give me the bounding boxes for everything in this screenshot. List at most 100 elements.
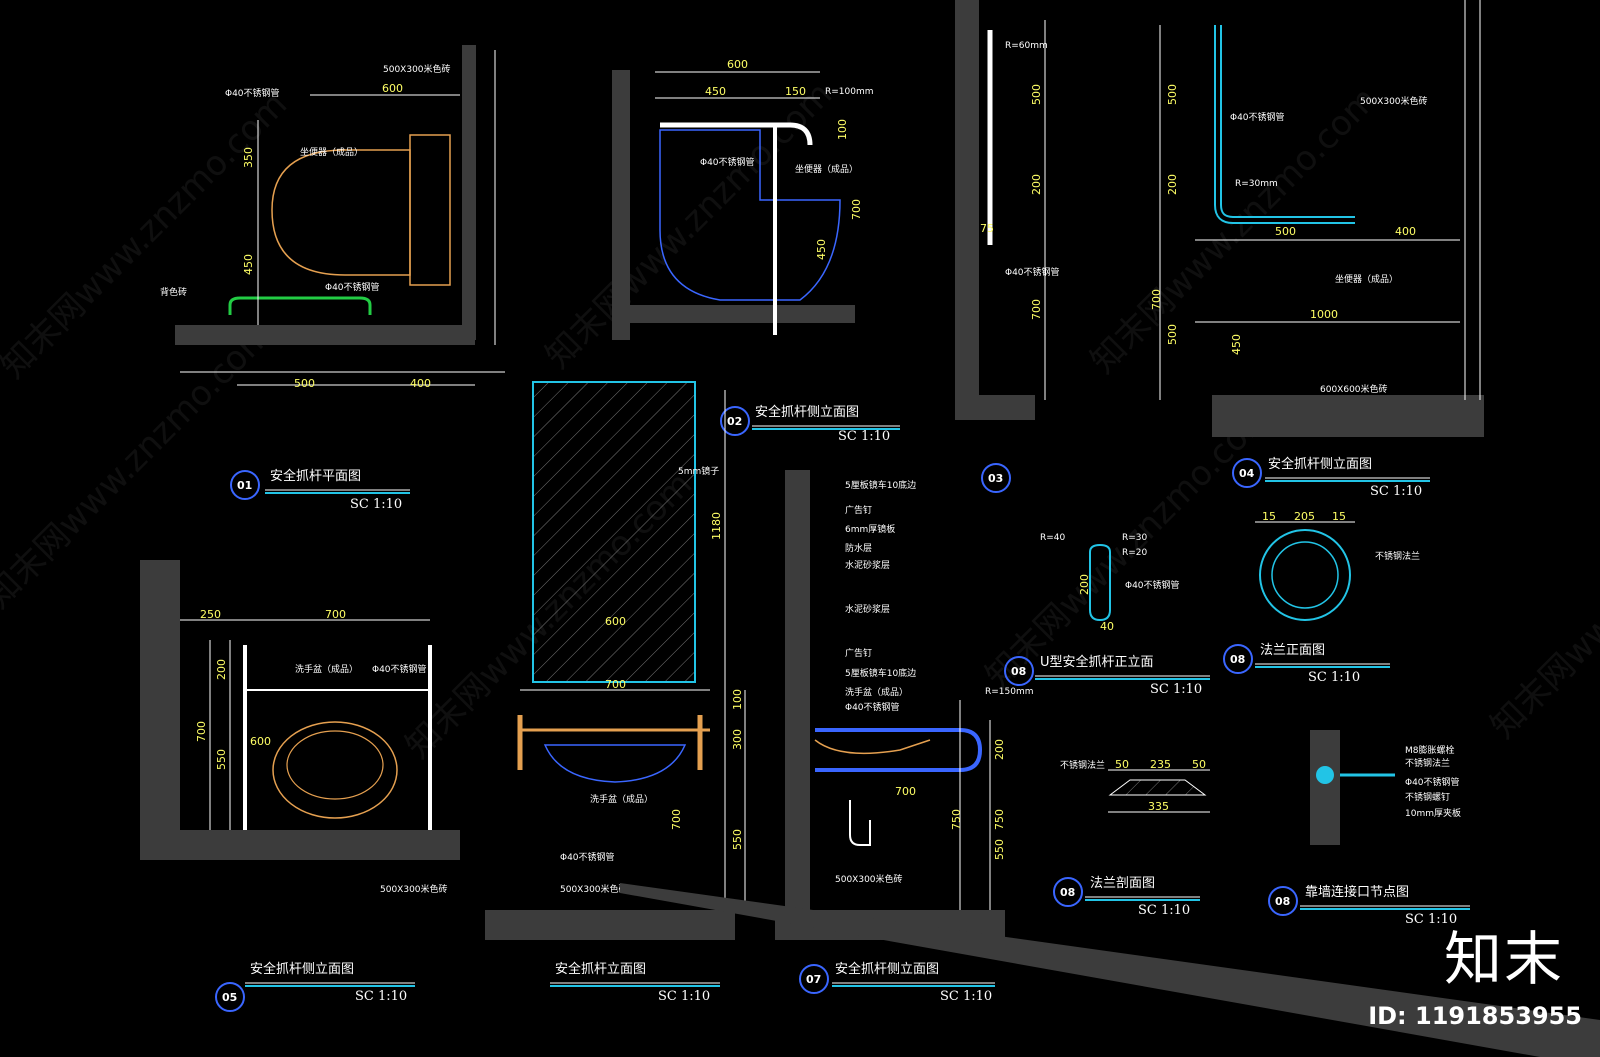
toilet-seat-outline: [271, 149, 411, 276]
dim-label: 750: [950, 809, 963, 830]
dim-label: 550: [215, 749, 228, 770]
basin-side: [814, 739, 931, 755]
dim-label: 450: [1230, 334, 1243, 355]
floor-slab: [140, 830, 460, 860]
watermark-6: 知末网www.znzmo.com: [978, 394, 1280, 696]
annotation: R=20: [1122, 548, 1148, 558]
drawing-scale: SC 1:10: [1308, 670, 1360, 685]
drawing-scale: SC 1:10: [1150, 682, 1202, 697]
drawing-05-side-elevation: 250 700 200 700 600 550 洗手盆（成品） Φ40不锈钢管 …: [140, 560, 460, 1012]
annotation: Φ40不锈钢管: [325, 281, 380, 293]
dim-label: 500: [294, 377, 315, 390]
dim-label: 150: [785, 85, 806, 98]
annotation: 洗手盆（成品）: [845, 686, 908, 698]
drawing-title: 安全抓杆侧立面图: [1268, 456, 1372, 472]
dim-label: 500: [1275, 225, 1296, 238]
dim-label: 400: [1395, 225, 1416, 238]
annotation: R=40: [1040, 533, 1066, 543]
bolt-detail: [1316, 766, 1334, 784]
annotation: 10mm厚夹板: [1405, 807, 1461, 819]
drawing-number-badge: [230, 470, 260, 500]
annotation: 广告钉: [845, 504, 872, 516]
drawing-title: 安全抓杆平面图: [270, 468, 361, 484]
dim-label: 700: [895, 785, 916, 798]
drawing-number: 01: [237, 479, 252, 492]
drawing-scale: SC 1:10: [940, 989, 992, 1004]
annotation: Φ40不锈钢管: [225, 87, 280, 99]
drawing-title: U型安全抓杆正立面: [1040, 654, 1154, 670]
wall-section: [785, 470, 810, 940]
wall-section: [612, 70, 630, 340]
drawing-scale: SC 1:10: [1138, 903, 1190, 918]
wall-section: [140, 560, 180, 860]
drawing-title: 靠墙连接口节点图: [1305, 884, 1409, 900]
u-grab-bar: [815, 728, 983, 772]
watermark-7: 知末网www.znzmo.com: [1483, 444, 1600, 746]
dim-label: 500: [1030, 84, 1043, 105]
dim-label: 350: [242, 147, 255, 168]
dim-label: 300: [731, 729, 744, 750]
dim-label: 700: [605, 678, 626, 691]
annotation: 5厘板镜车10底边: [845, 667, 916, 679]
dim-label: 40: [1100, 620, 1114, 633]
dim-label: 550: [993, 839, 1006, 860]
basin-front: [272, 721, 398, 819]
annotation: 500X300米色砖: [560, 883, 628, 895]
drawing-title: 安全抓杆侧立面图: [755, 404, 859, 420]
drawing-number-badge: [981, 463, 1011, 493]
drawing-scale: SC 1:10: [350, 497, 402, 512]
dim-label: 200: [215, 659, 228, 680]
annotation: 背色砖: [160, 286, 187, 298]
dim-label: 450: [242, 254, 255, 275]
dim-label: 15: [1262, 510, 1276, 523]
drawing-number-badge: [1223, 644, 1253, 674]
dim-label: 400: [410, 377, 431, 390]
dim-label: 700: [1150, 289, 1163, 310]
drawing-number-badge: [215, 982, 245, 1012]
dim-label: 500: [1166, 324, 1179, 345]
annotation: R=30: [1122, 533, 1148, 543]
annotation: 坐便器（成品）: [1335, 273, 1398, 285]
annotation: 不锈钢螺钉: [1405, 791, 1450, 803]
annotation: Φ40不锈钢管: [1405, 776, 1460, 788]
brand-logo: 知末: [1443, 925, 1564, 993]
annotation: Φ40不锈钢管: [560, 851, 615, 863]
annotation: Φ40不锈钢管: [845, 701, 900, 713]
dim-label: 450: [815, 239, 828, 260]
drawing-number: 04: [1239, 467, 1255, 480]
drawing-scale: SC 1:10: [355, 989, 407, 1004]
flange-section: [1108, 779, 1207, 796]
annotation: 不锈钢法兰: [1375, 550, 1420, 562]
dim-label: 550: [731, 829, 744, 850]
dim-label: 600: [250, 735, 271, 748]
flange-front: [1259, 529, 1351, 621]
grab-bar: [517, 715, 703, 770]
drawing-number: 08: [1230, 653, 1245, 666]
annotation: Φ40不锈钢管: [1230, 111, 1285, 123]
annotation: 坐便器（成品）: [795, 163, 858, 175]
drawing-number: 03: [988, 472, 1003, 485]
annotation: Φ40不锈钢管: [372, 663, 427, 675]
drawing-number: 05: [222, 991, 237, 1004]
annotation: 500X300米色砖: [1360, 95, 1428, 107]
dim-label: 700: [325, 608, 346, 621]
dim-label: 700: [670, 809, 683, 830]
dim-label: 200: [1030, 174, 1043, 195]
trap-pipe: [849, 800, 871, 846]
drawing-01-plan: 600 500 400 350 450 Φ40不锈钢管 坐便器（成品） 500X…: [160, 45, 505, 512]
annotation: R=30mm: [1235, 179, 1278, 189]
annotation: R=150mm: [985, 687, 1034, 697]
floor-slab: [175, 325, 475, 345]
floor-slab: [485, 910, 735, 940]
annotation: 不锈钢法兰: [1405, 757, 1450, 769]
toilet-tank: [409, 134, 451, 286]
annotation: 600X600米色砖: [1320, 383, 1388, 395]
drawing-number-badge: [1268, 886, 1298, 916]
grab-bar: [660, 122, 813, 146]
annotation: 洗手盆（成品）: [295, 663, 358, 675]
dim-label: 200: [1166, 174, 1179, 195]
drawing-scale: SC 1:10: [838, 429, 890, 444]
drawing-number-badge: [1232, 458, 1262, 488]
dim-label: 500: [1166, 84, 1179, 105]
